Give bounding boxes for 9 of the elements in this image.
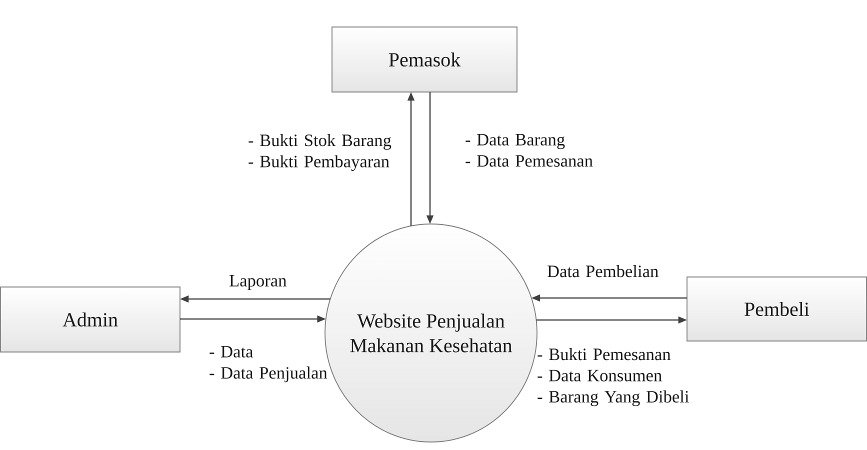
edge-label: - Bukti Stok Barang - Bukti Pembayaran: [248, 134, 392, 171]
edge-label: - Data - Data Penjualan: [210, 346, 328, 382]
edge-label: - Bukti Pemesanan - Data Konsumen - Barang Yang Dibeli: [538, 348, 689, 406]
entity-box: Pemasok: [332, 26, 518, 92]
edge-label: Data Pembelian: [548, 265, 658, 278]
edge-label: Laporan: [230, 275, 286, 290]
entity-box: Admin: [0, 286, 180, 352]
entity-box: Pembeli: [686, 276, 867, 342]
edge-label: - Data Barang - Data Pemesanan: [466, 134, 593, 167]
